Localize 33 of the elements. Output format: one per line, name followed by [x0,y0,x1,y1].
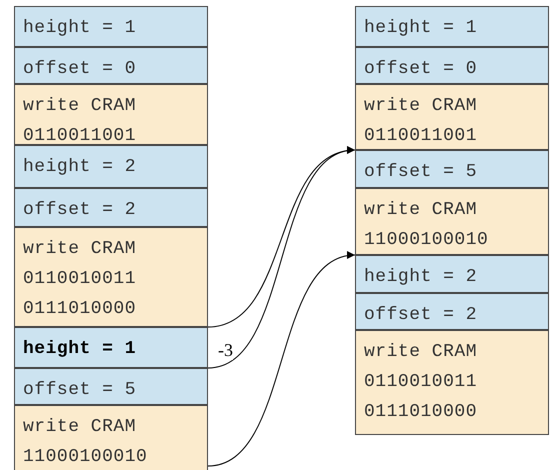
memory-cell [355,255,549,293]
memory-cell [14,327,208,368]
memory-cell [355,150,549,188]
memory-cell [14,47,208,84]
cell-text: offset = 2 [23,199,138,222]
cell-text: height = 2 [23,156,138,179]
memory-cell [14,145,208,188]
memory-cell [355,84,549,150]
arrow [208,252,356,466]
cell-text: offset = 0 [23,58,138,81]
memory-cell [355,188,549,255]
memory-cell [14,227,208,327]
memory-cell [355,47,549,84]
memory-cell [355,293,549,330]
cell-text: write CRAM 11000100010 [23,416,148,469]
memory-cell [14,368,208,405]
memory-cell [14,405,208,470]
memory-cell [14,84,208,145]
cell-text: height = 1 [23,17,138,40]
cell-text: offset = 5 [23,379,138,402]
cell-text: height = 1 [364,17,478,40]
arrow [208,148,356,368]
cell-text: offset = 0 [364,58,478,81]
cell-text: write CRAM 0110010011 0111010000 [364,341,478,424]
cell-text: write CRAM 0110010011 0111010000 [23,238,138,321]
memory-cell [355,330,549,435]
cell-text: offset = 5 [364,161,478,184]
memory-cell [355,6,549,47]
memory-cell [14,6,208,47]
cell-text: offset = 2 [364,304,478,327]
cell-text: height = 2 [364,266,478,289]
cell-text: height = 1 [23,338,138,361]
memory-cell [14,188,208,227]
